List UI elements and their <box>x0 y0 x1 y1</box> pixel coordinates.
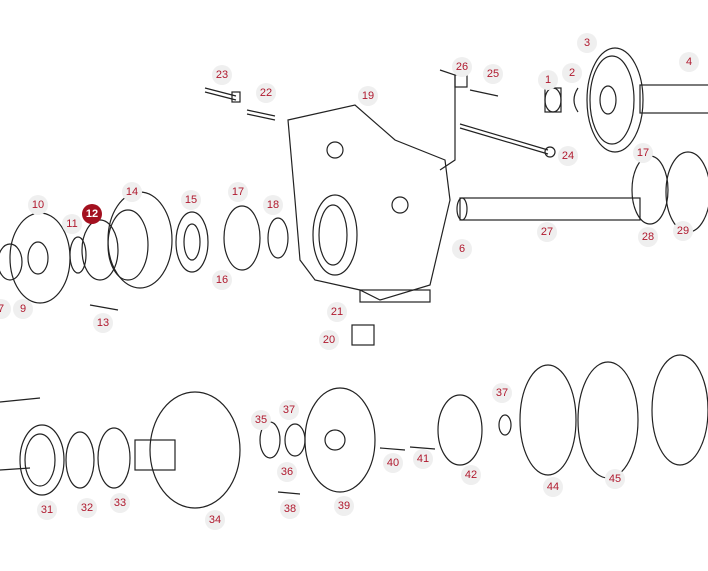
callout-13[interactable]: 13 <box>93 313 113 333</box>
callout-32[interactable]: 32 <box>77 498 97 518</box>
callout-23[interactable]: 23 <box>212 65 232 85</box>
callout-29[interactable]: 29 <box>673 221 693 241</box>
callout-36[interactable]: 36 <box>277 462 297 482</box>
callout-44[interactable]: 44 <box>543 477 563 497</box>
callout-45[interactable]: 45 <box>605 469 625 489</box>
callout-19[interactable]: 19 <box>358 86 378 106</box>
callout-26[interactable]: 26 <box>452 57 472 77</box>
callout-10[interactable]: 10 <box>28 195 48 215</box>
callout-40[interactable]: 40 <box>383 453 403 473</box>
callout-39[interactable]: 39 <box>334 496 354 516</box>
callout-7[interactable]: 7 <box>0 299 11 319</box>
callout-18[interactable]: 18 <box>263 195 283 215</box>
bolt-parts <box>89 69 556 495</box>
callout-24[interactable]: 24 <box>558 146 578 166</box>
callout-35[interactable]: 35 <box>251 410 271 430</box>
callout-12[interactable]: 12 <box>82 204 102 224</box>
callout-16[interactable]: 16 <box>212 270 232 290</box>
callout-22[interactable]: 22 <box>256 83 276 103</box>
callout-21[interactable]: 21 <box>327 302 347 322</box>
callout-25[interactable]: 25 <box>483 64 503 84</box>
callout-2[interactable]: 2 <box>562 63 582 83</box>
bottom-assembly <box>0 354 708 509</box>
gear-part <box>544 47 708 153</box>
housing-part <box>287 104 451 346</box>
callout-11[interactable]: 11 <box>62 214 82 234</box>
callout-37[interactable]: 37 <box>279 400 299 420</box>
shaft-part <box>456 151 708 233</box>
callout-41[interactable]: 41 <box>413 449 433 469</box>
callout-20[interactable]: 20 <box>319 330 339 350</box>
callout-17[interactable]: 17 <box>228 182 248 202</box>
callout-15[interactable]: 15 <box>181 190 201 210</box>
callout-14[interactable]: 14 <box>122 182 142 202</box>
callout-1[interactable]: 1 <box>538 70 558 90</box>
callout-3[interactable]: 3 <box>577 33 597 53</box>
callout-31[interactable]: 31 <box>37 500 57 520</box>
callout-27[interactable]: 27 <box>537 222 557 242</box>
callout-38[interactable]: 38 <box>280 499 300 519</box>
callout-17[interactable]: 17 <box>633 143 653 163</box>
callout-9[interactable]: 9 <box>13 299 33 319</box>
callout-28[interactable]: 28 <box>638 227 658 247</box>
callout-34[interactable]: 34 <box>205 510 225 530</box>
callout-4[interactable]: 4 <box>679 52 699 72</box>
callout-37[interactable]: 37 <box>492 383 512 403</box>
callout-42[interactable]: 42 <box>461 465 481 485</box>
callout-33[interactable]: 33 <box>110 493 130 513</box>
callout-6[interactable]: 6 <box>452 239 472 259</box>
